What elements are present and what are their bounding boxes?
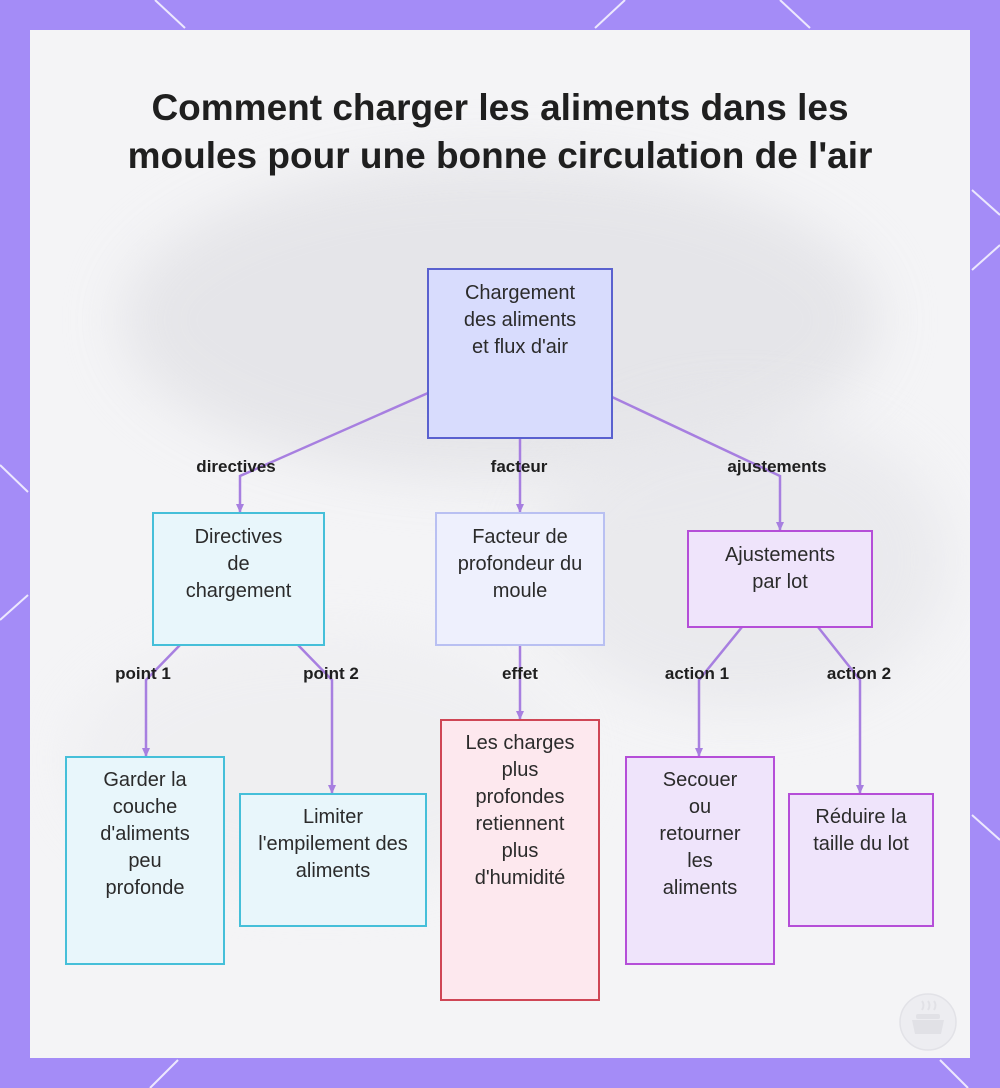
edge-label-facteur: facteur (490, 457, 548, 476)
node-facteur: Facteur de profondeur du moule (435, 512, 605, 646)
node-reduire-label: Réduire la taille du lot (813, 806, 909, 855)
node-directives-label: Directives de chargement (185, 526, 292, 602)
cooking-pot-icon (899, 993, 957, 1051)
edge-directives-garder (142, 644, 181, 757)
node-limiter-label: Limiter l'empilement des aliments (258, 806, 408, 882)
edge-label-directives: directives (196, 457, 276, 476)
node-ajustements: Ajustements par lot (687, 530, 873, 628)
node-facteur-label: Facteur de profondeur du moule (457, 526, 583, 602)
edge-label-point2: point 2 (303, 664, 359, 683)
node-charges-label: Les charges plus profondes retiennent pl… (465, 732, 575, 889)
edge-label-ajustements: ajustements (727, 457, 827, 476)
node-garder: Garder la couche d'aliments peu profonde (65, 756, 225, 965)
node-root-label: Chargement des aliments et flux d'air (463, 282, 577, 358)
node-limiter: Limiter l'empilement des aliments (239, 793, 427, 927)
page-title: Comment charger les aliments dans les mo… (127, 87, 873, 176)
edge-root-directives (236, 391, 429, 513)
node-secouer: Secouer ou retourner les aliments (625, 756, 775, 965)
node-root: Chargement des aliments et flux d'air (427, 268, 613, 439)
edge-label-effet: effet (502, 664, 538, 683)
edge-root-ajustements (611, 395, 784, 531)
node-directives: Directives de chargement (152, 512, 325, 646)
edge-label-action1: action 1 (664, 664, 730, 683)
node-secouer-label: Secouer ou retourner les aliments (659, 769, 741, 899)
node-garder-label: Garder la couche d'aliments peu profonde (100, 769, 190, 899)
edge-directives-limiter (297, 644, 336, 794)
node-reduire: Réduire la taille du lot (788, 793, 934, 927)
node-ajustements-label: Ajustements par lot (724, 544, 836, 593)
edge-label-point1: point 1 (115, 664, 171, 683)
node-charges: Les charges plus profondes retiennent pl… (440, 719, 600, 1001)
edge-ajustements-secouer (695, 626, 743, 757)
edge-ajustements-reduire (817, 626, 864, 794)
edge-label-action2: action 2 (826, 664, 892, 683)
